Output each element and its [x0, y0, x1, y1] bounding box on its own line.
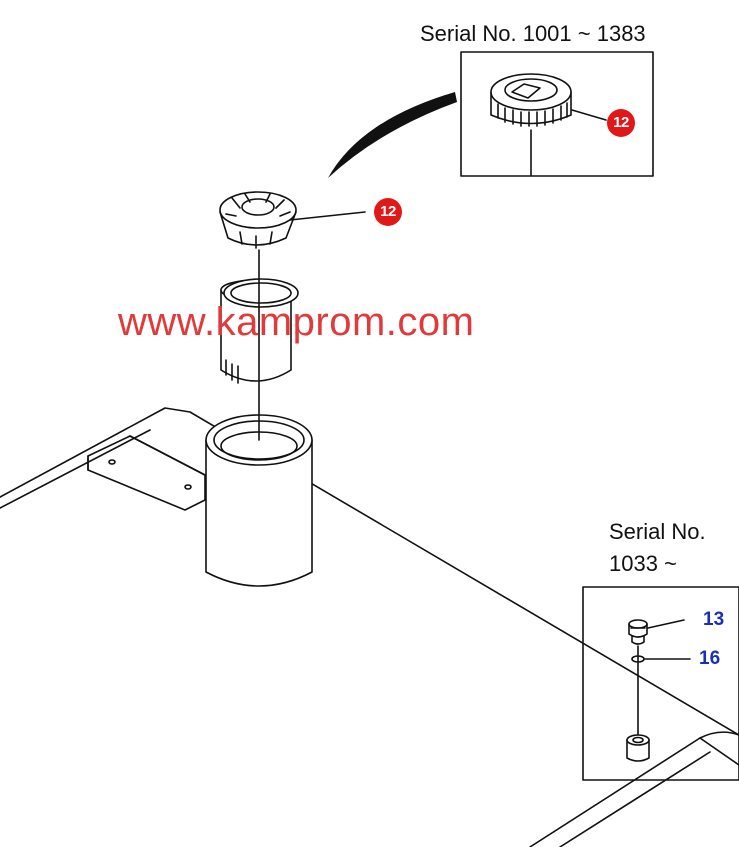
inset-pointer-arc	[328, 92, 457, 178]
serial-label-right-line1: Serial No.	[609, 519, 706, 544]
serial-label-right-line2: 1033 ~	[609, 551, 677, 576]
callout-badge-12-inset: 12	[607, 109, 635, 137]
leader-line-13	[647, 619, 685, 629]
tank-body	[0, 407, 739, 847]
inset-box-top	[460, 51, 654, 177]
callout-badge-12-main: 12	[374, 198, 402, 226]
mounting-bracket	[87, 435, 206, 511]
plug-part-13	[628, 619, 648, 645]
callout-number-13: 13	[703, 609, 725, 630]
gasket-ring	[223, 278, 299, 308]
inset-box-bottom	[582, 586, 739, 781]
leader-line-12-main	[289, 211, 366, 221]
filler-cap-inset	[490, 73, 572, 176]
watermark-text: www.kamprom.com	[118, 300, 475, 344]
boss-fitting	[626, 734, 650, 762]
serial-label-top: Serial No. 1001 ~ 1383	[420, 21, 646, 46]
leader-line-12-inset	[571, 109, 607, 121]
filler-cap-main	[219, 191, 297, 249]
callout-number-16: 16	[699, 648, 721, 669]
